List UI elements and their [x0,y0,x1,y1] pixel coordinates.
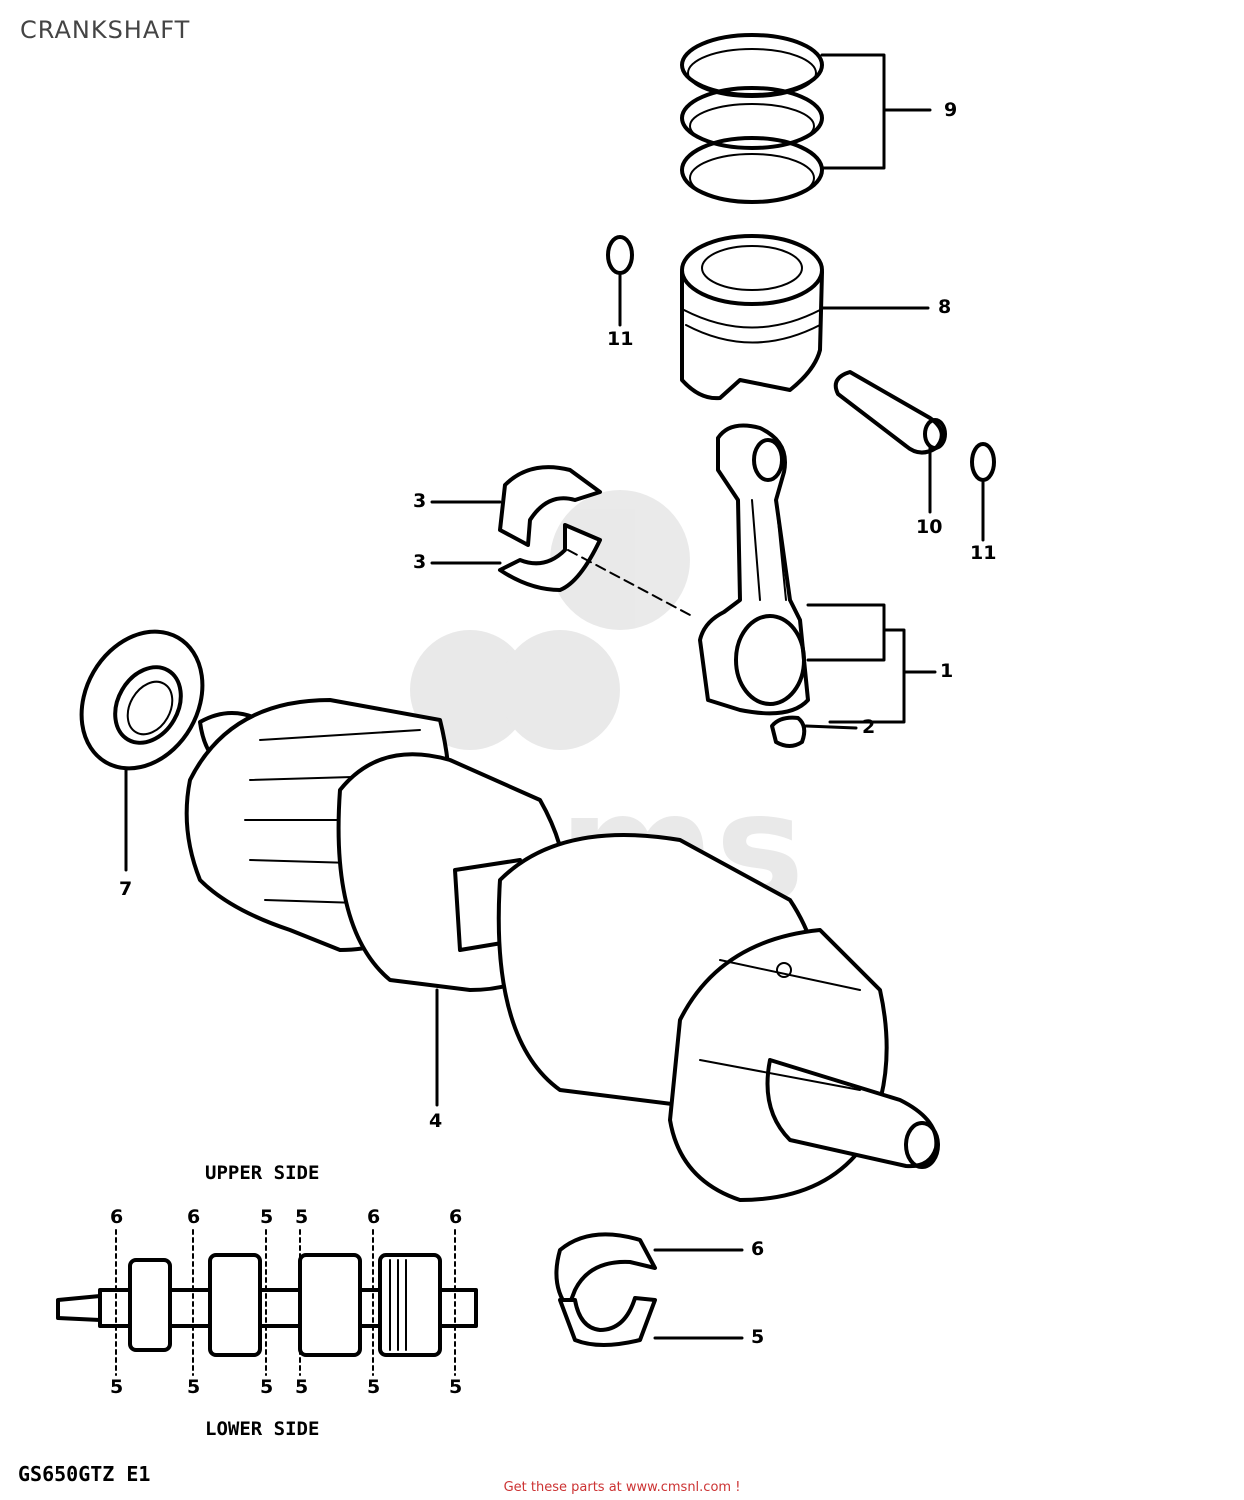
bearing-map-crankshaft [56,1229,478,1376]
callout-3-lower: 3 [413,551,427,573]
callout-11-left: 11 [607,328,634,350]
lower-label-2: 5 [187,1376,201,1398]
piston [680,234,824,401]
upper-side-caption: UPPER SIDE [205,1162,320,1184]
circlip-right [970,442,996,482]
callout-7: 7 [119,878,133,900]
connecting-rod [698,423,810,716]
callout-10: 10 [916,516,943,538]
page-title: CRANKSHAFT [20,16,191,44]
upper-label-6: 6 [449,1206,463,1228]
circlip-left [606,235,634,275]
rod-nut [770,715,807,748]
upper-label-3: 5 [260,1206,274,1228]
main-bearings [554,1232,657,1347]
upper-label-5: 6 [367,1206,381,1228]
crankshaft [184,698,940,1202]
upper-label-2: 6 [187,1206,201,1228]
lower-label-5: 5 [367,1376,381,1398]
callout-4: 4 [429,1110,443,1132]
lower-label-1: 5 [110,1376,124,1398]
lower-label-6: 5 [449,1376,463,1398]
callout-8: 8 [938,296,952,318]
callout-11-right: 11 [970,542,997,564]
callout-9: 9 [944,99,958,121]
lower-side-caption: LOWER SIDE [205,1418,320,1440]
callout-2: 2 [862,716,876,738]
footer-link[interactable]: Get these parts at www.cmsnl.com ! [503,1480,741,1495]
upper-label-4: 5 [295,1206,309,1228]
upper-label-1: 6 [110,1206,124,1228]
lower-label-3: 5 [260,1376,274,1398]
oil-seal [79,629,205,771]
model-code: GS650GTZ E1 [18,1462,151,1486]
piston-pin [833,370,947,455]
lower-label-4: 5 [295,1376,309,1398]
callout-6-bearing: 6 [751,1238,765,1260]
callout-1: 1 [940,660,954,682]
piston-rings [680,33,824,204]
callout-3-upper: 3 [413,490,427,512]
rod-bearings [498,465,602,592]
callout-5-bearing: 5 [751,1326,765,1348]
